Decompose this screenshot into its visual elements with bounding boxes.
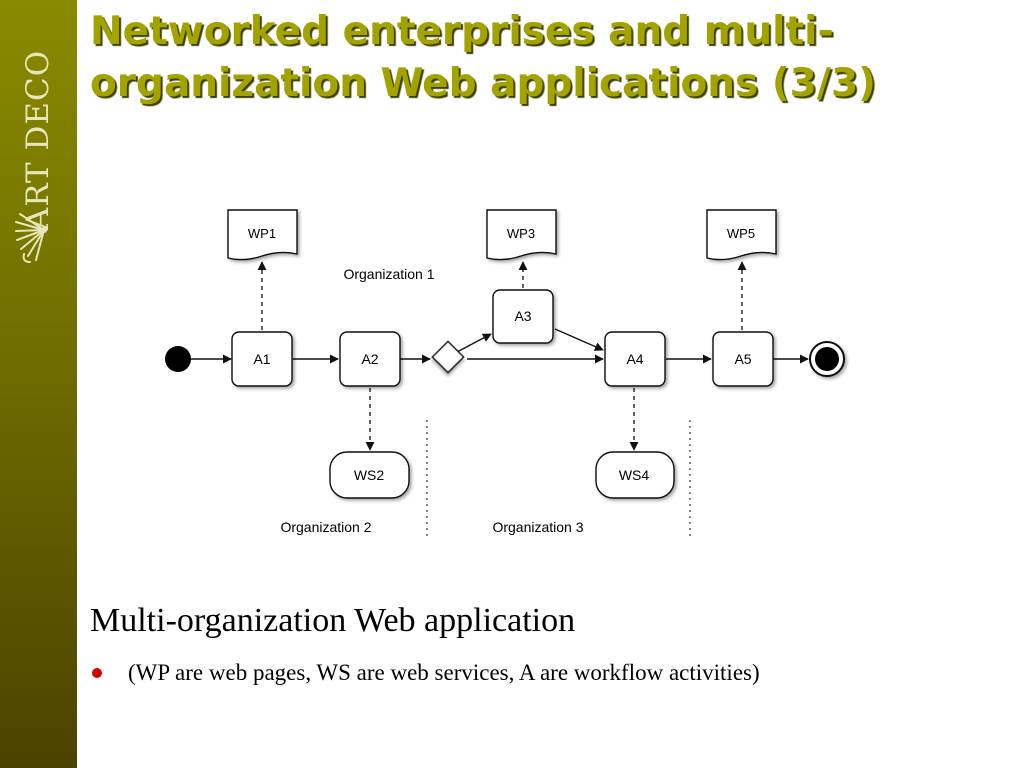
bullet-dot-icon bbox=[92, 668, 102, 678]
slide-title: Networked enterprises and multi-organiza… bbox=[90, 9, 876, 106]
activity-label: A4 bbox=[626, 351, 643, 367]
activity-label: A1 bbox=[253, 351, 270, 367]
web-page-wp1-icon bbox=[227, 209, 298, 261]
art-deco-logo: ART DECO bbox=[0, 0, 77, 280]
organization-label: Organization 1 bbox=[343, 266, 434, 282]
activity-a4 bbox=[604, 331, 666, 387]
activity-label: A2 bbox=[361, 351, 378, 367]
web-service-ws2 bbox=[329, 451, 410, 499]
bullet-text: (WP are web pages, WS are web services, … bbox=[128, 660, 760, 685]
activity-a2 bbox=[339, 331, 401, 387]
sunburst-icon bbox=[15, 213, 47, 263]
activity-a5 bbox=[712, 331, 774, 387]
web-page-label: WP5 bbox=[727, 226, 755, 241]
web-service-label: WS4 bbox=[619, 467, 650, 483]
web-page-label: WP3 bbox=[507, 226, 535, 241]
web-page-wp3-icon bbox=[486, 209, 557, 261]
organization-label: Organization 2 bbox=[280, 519, 371, 535]
section-heading: Multi-organization Web application bbox=[90, 602, 576, 639]
activity-label: A5 bbox=[734, 351, 751, 367]
end-node-icon bbox=[809, 341, 845, 377]
activity-label: A3 bbox=[514, 308, 531, 324]
activity-a3 bbox=[492, 289, 554, 344]
sidebar: ART DECO bbox=[0, 0, 77, 768]
gateway-diamond-icon bbox=[431, 340, 465, 374]
web-service-label: WS2 bbox=[354, 467, 385, 483]
organization-label: Organization 3 bbox=[492, 519, 583, 535]
start-node-icon bbox=[165, 346, 191, 372]
activity-a1 bbox=[231, 331, 293, 387]
web-page-wp5-icon bbox=[706, 209, 777, 261]
web-page-label: WP1 bbox=[248, 226, 276, 241]
workflow-diagram: A1 A2 A3 A4 A5 WP1 WP3 WP5 WS2 WS4 Organ… bbox=[165, 209, 845, 538]
web-service-ws4 bbox=[595, 451, 675, 499]
logo-text: ART DECO bbox=[20, 49, 56, 231]
